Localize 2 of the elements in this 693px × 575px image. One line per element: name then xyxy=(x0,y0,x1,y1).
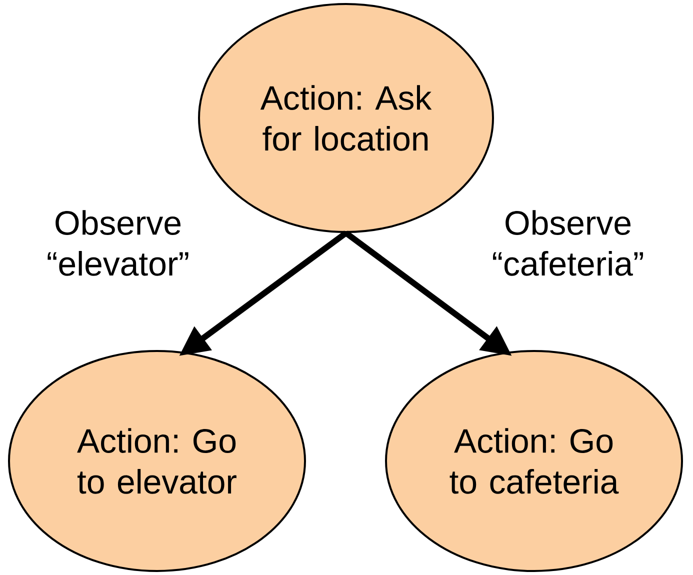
edge-label: Observe “cafeteria” xyxy=(493,210,643,276)
edge-label: Observe “elevator” xyxy=(48,210,188,276)
